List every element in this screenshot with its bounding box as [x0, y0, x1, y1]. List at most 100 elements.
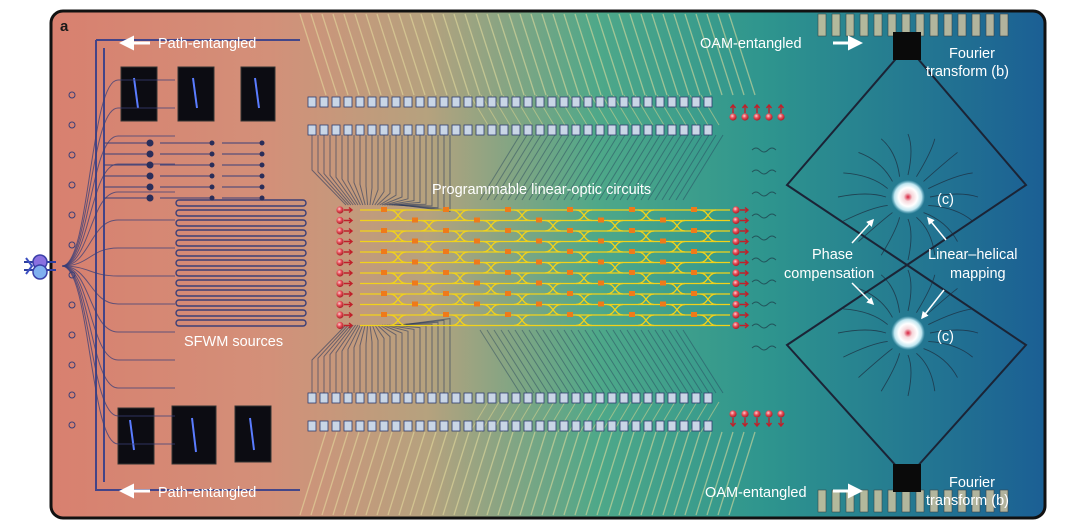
mesh-coupler: [420, 219, 438, 232]
emitter-bottom: [891, 316, 925, 350]
wire-trace: [409, 431, 437, 516]
phase-heater: [505, 249, 511, 254]
mesh-coupler: [451, 293, 469, 306]
label-oam-entangled-bottom: OAM-entangled: [705, 485, 807, 501]
wire-trace: [596, 13, 624, 96]
pad: [583, 124, 593, 136]
phase-heater: [536, 217, 542, 223]
routing-line: [675, 329, 717, 394]
mesh-coupler: [575, 272, 593, 285]
phase-heater: [598, 301, 604, 307]
pad: [831, 489, 841, 513]
pad: [643, 124, 653, 136]
spiral-loop: [175, 199, 307, 207]
white-arrow-icon: [119, 35, 863, 499]
photon-arrow: [740, 322, 750, 329]
routing-line: [391, 135, 427, 206]
phase-wiggle: [751, 345, 777, 351]
routing-line: [668, 329, 710, 394]
mesh-coupler: [482, 303, 500, 316]
phase-heater: [412, 259, 418, 265]
label-sfwm: SFWM sources: [184, 334, 283, 350]
emitter-spoke: [928, 308, 973, 325]
chip-body: [49, 9, 1047, 520]
mesh-coupler: [544, 303, 562, 316]
fan-waveguide: [61, 107, 175, 267]
ring-resonator: [68, 331, 76, 339]
wire-trace: [673, 431, 701, 516]
spiral-loop: [175, 219, 307, 227]
wire-trace: [579, 401, 599, 433]
photon-arrow: [344, 238, 354, 245]
mesh-coupler: [451, 272, 469, 285]
wire-trace: [695, 431, 723, 516]
pad: [571, 420, 581, 432]
routing-line: [384, 135, 409, 206]
routing-line: [329, 135, 354, 206]
photon-arrow: [740, 259, 750, 266]
photon-dot: [741, 113, 749, 121]
pad: [595, 124, 605, 136]
phase-wiggle: [751, 213, 777, 219]
mesh-coupler: [699, 293, 717, 306]
wire-trace: [629, 431, 657, 516]
photon-arrow: [777, 418, 785, 428]
wire-trace: [673, 13, 701, 96]
routing-line: [598, 329, 640, 394]
fan-waveguide: [61, 219, 175, 267]
photon-arrow: [344, 248, 354, 256]
fan-waveguide: [61, 265, 175, 361]
pad: [439, 392, 449, 404]
wire-trace: [486, 13, 514, 96]
mesh-coupler: [513, 251, 531, 264]
phase-heater: [381, 207, 387, 212]
routing-line: [612, 329, 654, 394]
emitter-spoke: [916, 216, 936, 256]
pad: [631, 96, 641, 108]
phase-heater: [443, 291, 449, 296]
ring-resonator: [68, 241, 76, 249]
phase-heater: [691, 228, 697, 233]
routing-line: [556, 329, 598, 394]
pad: [535, 124, 545, 136]
pad: [817, 13, 827, 37]
phase-heater: [629, 270, 635, 275]
pad: [845, 13, 855, 37]
photon-dot: [732, 279, 740, 288]
phase-heater: [691, 270, 697, 275]
routing-line: [374, 135, 385, 206]
ring-resonator: [68, 301, 76, 309]
photon-dot: [729, 410, 737, 418]
dot: [146, 161, 154, 169]
mesh-coupler: [420, 282, 438, 295]
photon-arrow: [740, 301, 750, 308]
pad: [595, 420, 605, 432]
pad: [463, 124, 473, 136]
spiral-loop: [175, 299, 307, 307]
routing-line: [311, 135, 347, 206]
phase-wiggle: [751, 191, 777, 197]
emitter-spoke: [843, 204, 888, 222]
left-waveguide-fanout: [61, 79, 175, 445]
pad: [331, 124, 341, 136]
wire-trace: [651, 13, 679, 96]
routing-line: [682, 134, 724, 201]
routing-line: [612, 134, 654, 201]
photon-arrow: [740, 269, 750, 277]
routing-line: [584, 134, 626, 201]
wire-trace: [579, 94, 599, 126]
pad: [547, 124, 557, 136]
dot: [146, 172, 154, 180]
mesh-coupler: [451, 314, 469, 327]
routing-line: [371, 324, 379, 393]
mesh-coupler: [637, 230, 655, 243]
mesh-coupler: [575, 293, 593, 306]
routing-line: [633, 134, 675, 201]
photon-dot: [732, 237, 740, 246]
ring-resonator: [68, 421, 76, 429]
annotation-arrows: [851, 216, 947, 320]
photon-dot: [336, 206, 344, 214]
wire-trace: [706, 13, 734, 96]
photon-dot: [336, 300, 344, 309]
mesh-coupler: [389, 293, 407, 306]
